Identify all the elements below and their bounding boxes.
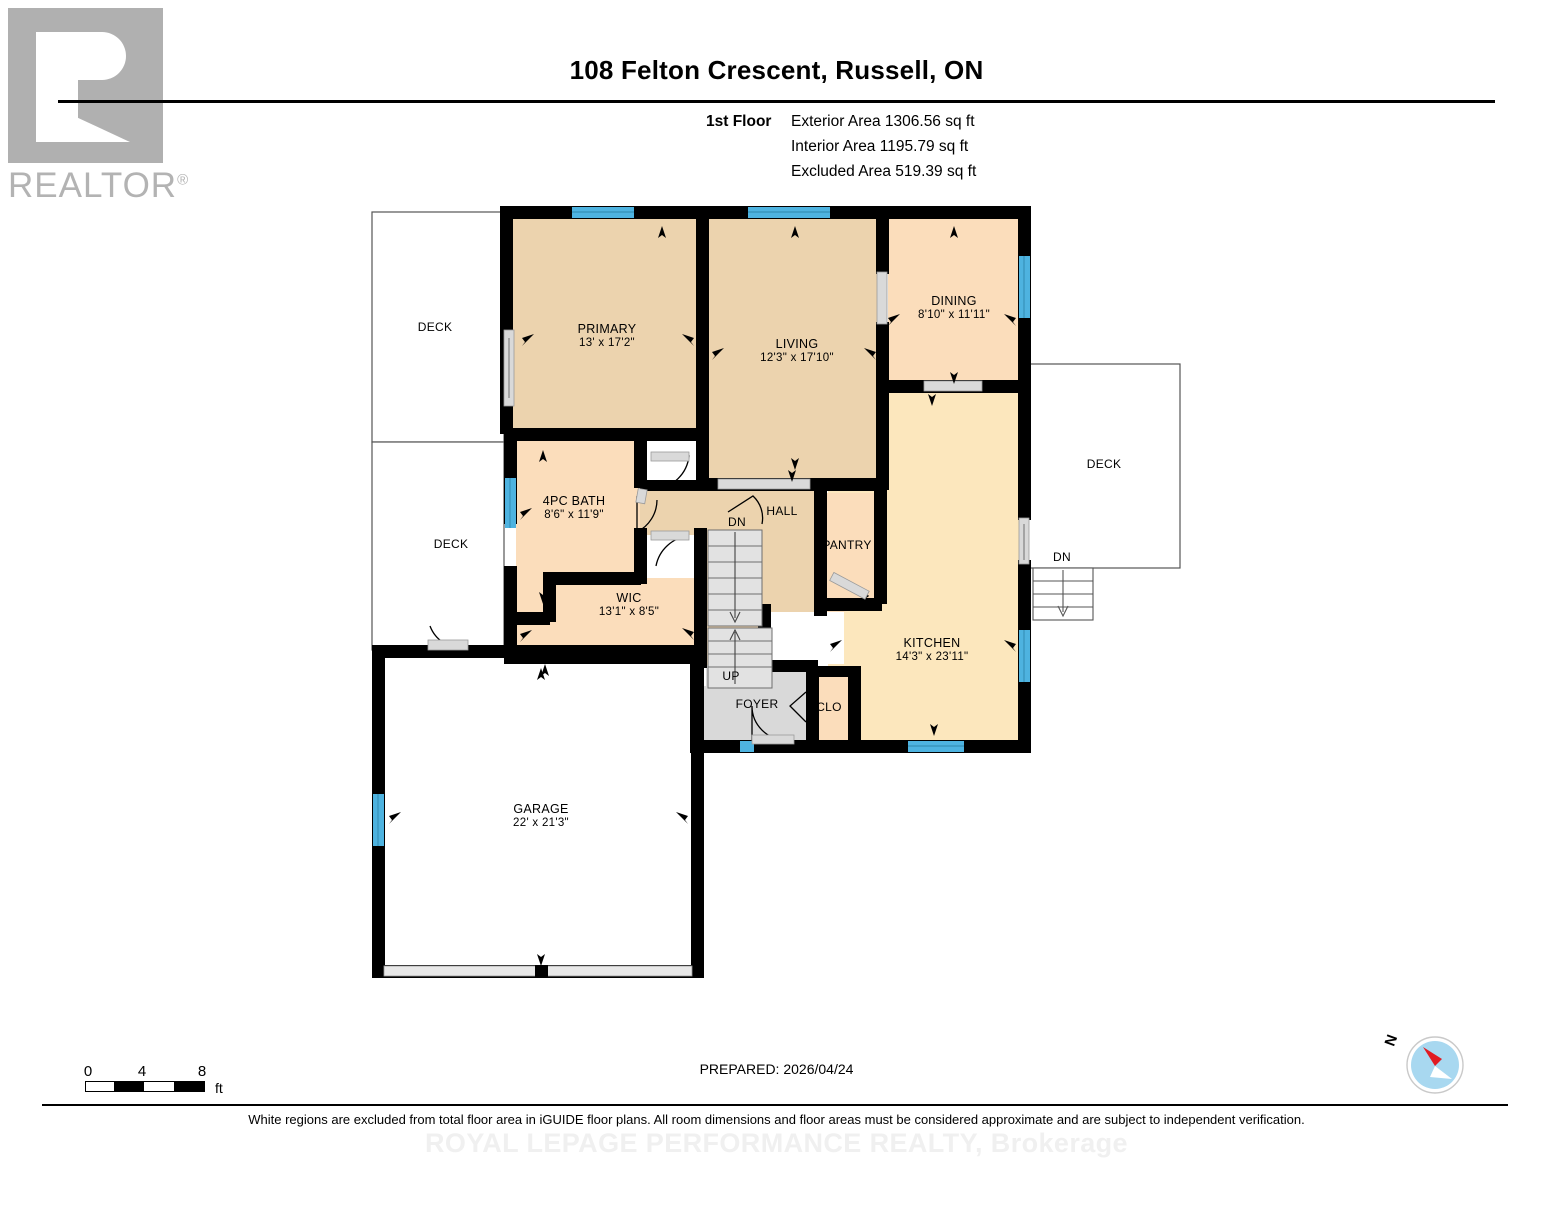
- scale-segment-1: [114, 1082, 144, 1091]
- deck-left-lower: [371, 441, 505, 651]
- window-bath-left: [505, 478, 516, 528]
- door-swing-closet: [789, 691, 807, 723]
- door-swing-stairs: [727, 495, 764, 525]
- footer-disclaimer: White regions are excluded from total fl…: [248, 1112, 1305, 1127]
- realtor-wordmark-text: REALTOR: [8, 166, 178, 205]
- deck-right: [1027, 363, 1181, 569]
- label-hall: HALL: [766, 504, 798, 518]
- opening-dining-kitchen: [923, 380, 983, 392]
- deck-stairs-right: [1032, 567, 1094, 621]
- room-fill-primary: [509, 218, 698, 433]
- prepared-date: PREPARED: 2026/04/24: [699, 1061, 854, 1077]
- room-fill-pantry: [820, 493, 880, 612]
- opening-living-dining: [876, 271, 888, 325]
- room-fill-living: [706, 218, 880, 483]
- label-deck-left-upper: DECK: [417, 320, 453, 334]
- excluded-area: Excluded Area 519.39 sq ft: [791, 163, 977, 180]
- window-primary-top: [572, 207, 634, 218]
- window-kitchen-right: [1019, 630, 1030, 682]
- floor-label: 1st Floor: [706, 113, 772, 130]
- window-living-top: [748, 207, 830, 218]
- area-lines: Exterior Area 1306.56 sq ft Interior Are…: [791, 109, 976, 184]
- window-dining-right: [1019, 256, 1030, 318]
- label-deck-stairs-down: DN: [1053, 550, 1071, 564]
- stairs-up: [707, 627, 773, 689]
- window-garage-left: [373, 794, 384, 846]
- realtor-r-mark: [8, 8, 163, 163]
- dimension-arrows: [389, 226, 1016, 966]
- scale-ticks: 0 4 8: [83, 1063, 207, 1081]
- scale-bar-body: [85, 1081, 205, 1092]
- interior-area: Interior Area 1195.79 sq ft: [791, 138, 969, 155]
- scale-unit-label: ft: [215, 1080, 223, 1096]
- label-stairs-down: DN: [728, 515, 746, 529]
- room-fill-hall-alcove: [640, 487, 706, 531]
- registered-trademark-icon: ®: [177, 171, 190, 189]
- window-foyer-bottom: [740, 741, 754, 752]
- area-summary: 1st Floor Exterior Area 1306.56 sq ft In…: [706, 109, 976, 184]
- scale-bar: 0 4 8 ft: [83, 1063, 223, 1096]
- scale-segment-2: [174, 1082, 204, 1091]
- title-divider: [58, 100, 1495, 103]
- compass-rose: N: [1382, 1030, 1470, 1100]
- room-fill-kitchen: [828, 392, 1021, 742]
- label-stairs-up: UP: [722, 669, 740, 683]
- brokerage-watermark: ROYAL LEPAGE PERFORMANCE REALTY, Brokera…: [425, 1128, 1128, 1158]
- windows: [373, 207, 1030, 846]
- label-deck-left-lower: DECK: [433, 537, 469, 551]
- doors: [383, 271, 1030, 978]
- logo-shape-bowl: [78, 32, 126, 80]
- opening-living-hall: [717, 478, 811, 490]
- scale-tick-8: 8: [197, 1063, 207, 1080]
- logo-shape-vertical-bar: [36, 32, 78, 142]
- footer-divider: [42, 1104, 1508, 1106]
- label-pantry: PANTRY: [822, 538, 872, 552]
- window-kitchen-bottom: [908, 741, 964, 752]
- door-swing-bath: [636, 496, 658, 534]
- room-fill-garage: [382, 655, 704, 977]
- scale-tick-4: 4: [137, 1063, 147, 1080]
- label-deck-right: DECK: [1086, 457, 1122, 471]
- page-title: 108 Felton Crescent, Russell, ON: [569, 55, 984, 85]
- realtor-wordmark: REALTOR®: [8, 166, 189, 206]
- stairs-down: [707, 529, 763, 627]
- exterior-area: Exterior Area 1306.56 sq ft: [791, 113, 975, 130]
- realtor-logo: REALTOR®: [8, 8, 188, 208]
- door-swing-pantry: [831, 575, 870, 606]
- door-swing-hall-wic: [652, 535, 690, 567]
- scale-tick-0: 0: [83, 1063, 93, 1080]
- label-foyer: FOYER: [735, 697, 779, 711]
- room-fill-wic: [516, 578, 700, 654]
- room-fill-dining: [888, 218, 1021, 388]
- compass-icon: [1406, 1036, 1464, 1094]
- label-closet: CLO: [816, 700, 842, 714]
